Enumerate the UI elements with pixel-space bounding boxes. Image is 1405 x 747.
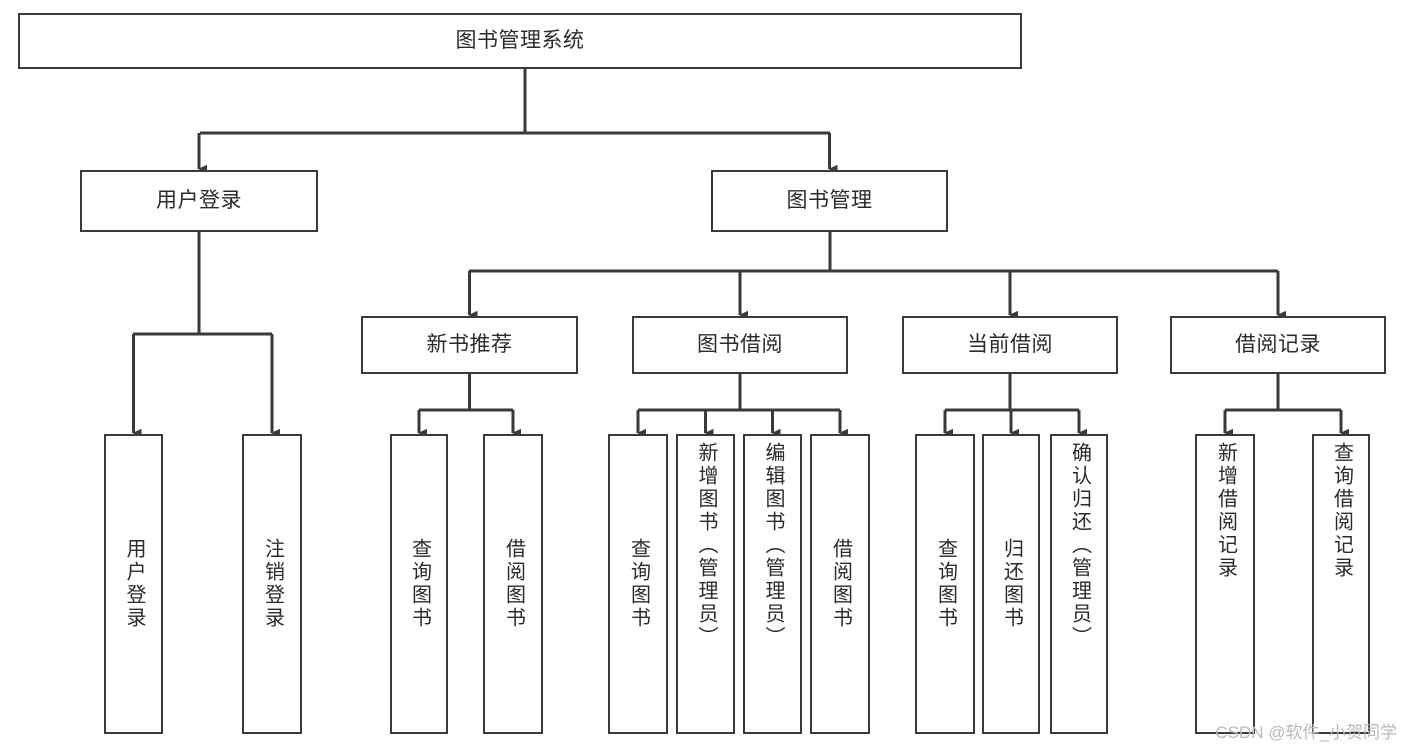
node-leaf-confirm-return[interactable]: 确认归还（管理员）	[1050, 434, 1108, 734]
node-current-borrow-label: 当前借阅	[967, 332, 1053, 356]
node-root[interactable]: 图书管理系统	[18, 13, 1022, 69]
node-leaf-add-record[interactable]: 新增借阅记录	[1195, 434, 1255, 734]
node-current-borrow[interactable]: 当前借阅	[902, 316, 1118, 374]
node-new-book-recommend[interactable]: 新书推荐	[361, 316, 578, 374]
node-book-borrow[interactable]: 图书借阅	[632, 316, 848, 374]
node-leaf-add-record-label: 新增借阅记录	[1214, 442, 1237, 580]
node-leaf-logout[interactable]: 注销登录	[242, 434, 302, 734]
node-leaf-user-login[interactable]: 用户登录	[104, 434, 163, 734]
node-leaf-edit-book-label: 编辑图书（管理员）	[762, 442, 784, 649]
node-leaf-borrow-book-2[interactable]: 借阅图书	[810, 434, 870, 734]
node-leaf-return-book-label: 归还图书	[1000, 538, 1023, 630]
node-root-label: 图书管理系统	[455, 28, 585, 52]
node-leaf-logout-label: 注销登录	[261, 538, 284, 630]
node-book-borrow-label: 图书借阅	[697, 332, 783, 356]
node-leaf-borrow-book-1-label: 借阅图书	[502, 538, 525, 630]
node-user-login[interactable]: 用户登录	[80, 170, 318, 232]
node-leaf-borrow-book-2-label: 借阅图书	[829, 538, 852, 630]
node-leaf-add-book-label: 新增图书（管理员）	[695, 442, 717, 649]
node-leaf-return-book[interactable]: 归还图书	[982, 434, 1040, 734]
node-leaf-borrow-book-1[interactable]: 借阅图书	[483, 434, 543, 734]
node-borrow-record-label: 借阅记录	[1235, 332, 1321, 356]
node-leaf-query-book-2[interactable]: 查询图书	[608, 434, 668, 734]
node-leaf-query-book-1-label: 查询图书	[408, 538, 431, 630]
node-leaf-query-book-2-label: 查询图书	[627, 538, 650, 630]
node-leaf-query-book-1[interactable]: 查询图书	[390, 434, 448, 734]
node-book-management-label: 图书管理	[786, 188, 873, 212]
node-leaf-query-book-3-label: 查询图书	[934, 538, 957, 630]
node-book-management[interactable]: 图书管理	[711, 170, 948, 232]
node-leaf-query-record[interactable]: 查询借阅记录	[1312, 434, 1370, 734]
node-leaf-user-login-label: 用户登录	[123, 538, 145, 630]
node-user-login-label: 用户登录	[156, 188, 242, 212]
node-leaf-edit-book[interactable]: 编辑图书（管理员）	[743, 434, 802, 734]
node-leaf-query-book-3[interactable]: 查询图书	[915, 434, 975, 734]
node-leaf-confirm-return-label: 确认归还（管理员）	[1068, 442, 1091, 649]
node-leaf-query-record-label: 查询借阅记录	[1330, 442, 1353, 580]
node-new-book-recommend-label: 新书推荐	[426, 332, 513, 356]
node-leaf-add-book[interactable]: 新增图书（管理员）	[676, 434, 735, 734]
node-borrow-record[interactable]: 借阅记录	[1170, 316, 1386, 374]
